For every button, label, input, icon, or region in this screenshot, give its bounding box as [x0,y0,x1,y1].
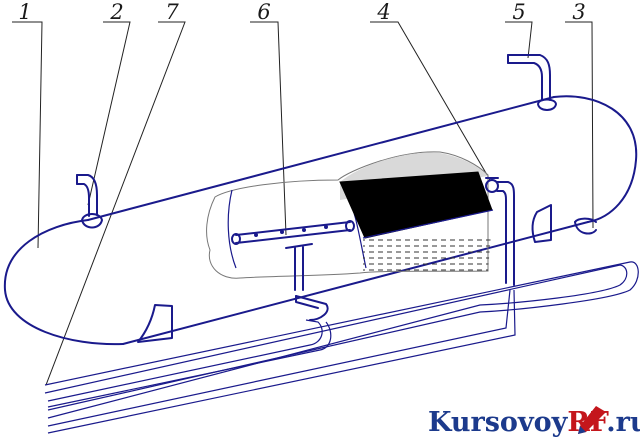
support-saddles [137,204,552,343]
callout-3: 3 [572,0,585,24]
pipe-perforations [254,225,328,237]
tank-vessel [3,95,638,346]
callout-7: 7 [165,0,179,24]
vent-nozzle [507,54,557,111]
callout-1: 1 [18,0,31,24]
distribution-pipe [231,220,355,291]
watermark-prefix: Kursovoy [428,407,569,438]
watermark-logo: KursovoyRF.ru [428,406,640,438]
leader-lines [12,21,594,386]
callout-labels: 1 2 7 6 4 5 3 [18,0,585,24]
liquid-layer [363,239,493,271]
cutaway-section [206,151,494,279]
pencil-icon [578,406,606,434]
callout-5: 5 [512,0,525,24]
watermark-suffix: .ru [606,407,640,438]
inlet-nozzle [76,174,103,229]
drain-outlet [574,217,597,235]
bottom-drain [295,295,329,321]
callout-6: 6 [257,0,270,24]
svg-text:KursovoyRF.ru: KursovoyRF.ru [428,407,640,438]
callout-2: 2 [109,0,123,24]
fill-pipe [485,177,515,286]
pipelines [44,261,639,434]
fuel-layer [339,171,493,239]
callout-4: 4 [376,0,390,24]
